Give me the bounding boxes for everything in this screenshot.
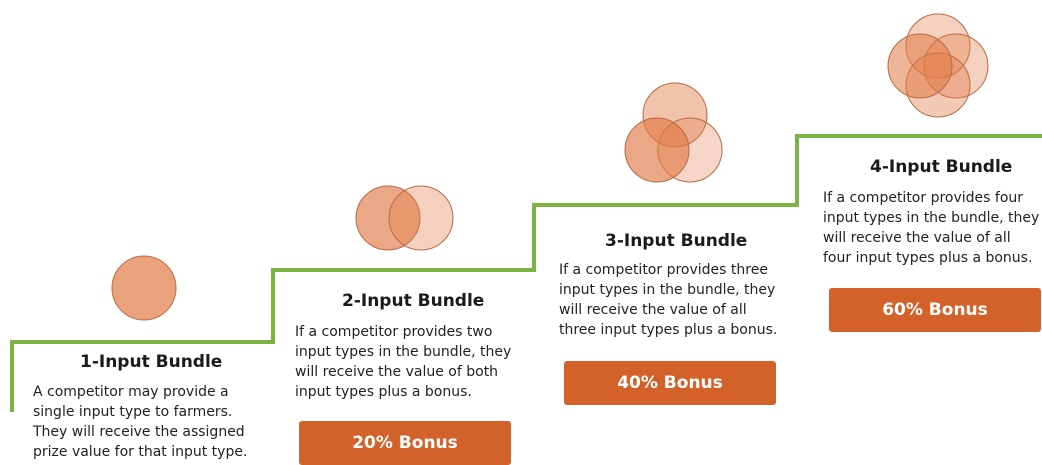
step-2-description: If a competitor provides two input types…: [295, 324, 512, 400]
step-3-description: If a competitor provides three input typ…: [559, 262, 778, 338]
input-circle: [624, 117, 690, 183]
venn-2-input: [355, 185, 454, 251]
venn-4-input: [887, 13, 989, 118]
staircase-line: [10, 134, 1042, 412]
step-1-description: A competitor may provide a single input …: [33, 384, 248, 460]
venn-3-input: [624, 82, 723, 183]
step-3-title: 3-Input Bundle: [605, 231, 748, 251]
input-circle: [111, 255, 177, 321]
step-4-description: If a competitor provides four input type…: [823, 190, 1040, 266]
input-circle: [355, 185, 421, 251]
step-2-bonus-badge: 20% Bonus: [299, 421, 511, 465]
input-circle: [887, 33, 953, 99]
venn-1-input: [111, 255, 177, 321]
step-3-bonus-badge: 40% Bonus: [564, 361, 776, 405]
step-1-title: 1-Input Bundle: [80, 352, 223, 372]
input-circle: [388, 185, 454, 251]
step-4-bonus-badge: 60% Bonus: [829, 288, 1041, 332]
step-4-title: 4-Input Bundle: [870, 157, 1013, 177]
step-2-title: 2-Input Bundle: [342, 291, 485, 311]
